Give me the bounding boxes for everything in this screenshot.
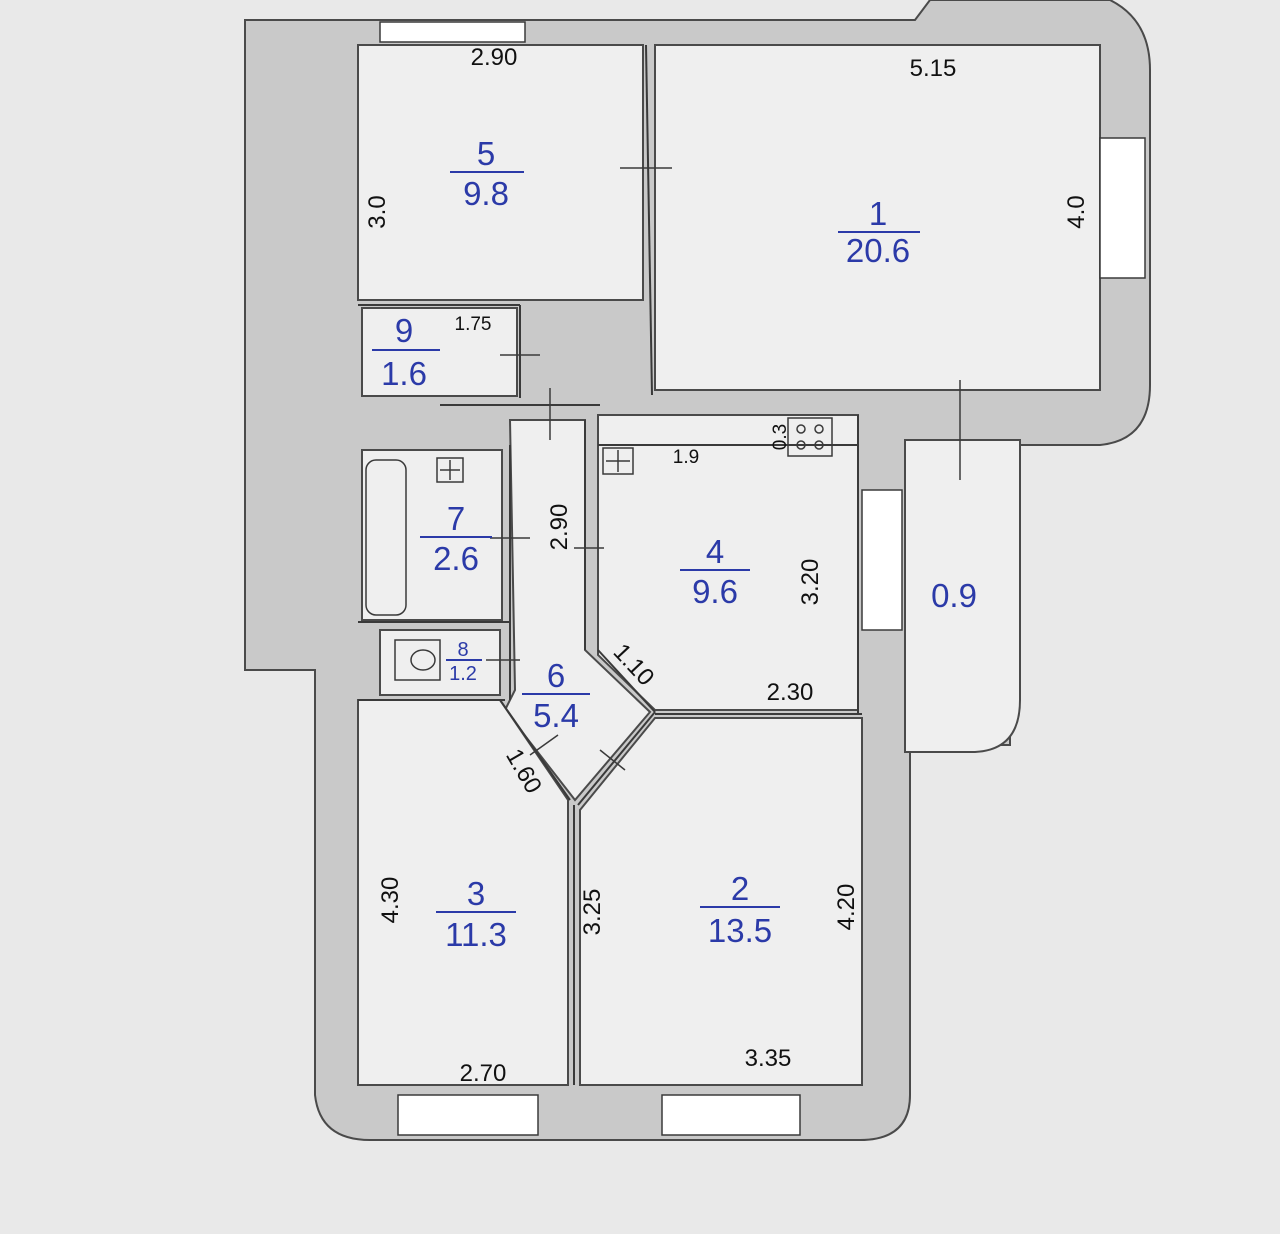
dim-3-25: 3.25 [579, 889, 606, 936]
room-4-label: 4 9.6 [680, 533, 750, 610]
window-room-3 [397, 1094, 539, 1136]
dim-0-3: 0.3 [770, 424, 791, 450]
room-7-number: 7 [447, 500, 465, 537]
room-8-number: 8 [457, 639, 468, 661]
room-6-number: 6 [547, 657, 565, 694]
room-7-area: 2.6 [433, 540, 479, 577]
room-6-area: 5.4 [533, 697, 579, 734]
room-8-area: 1.2 [449, 663, 477, 685]
toilet-icon [394, 639, 441, 681]
wall-diag-1 [597, 649, 656, 713]
dim-4-0: 4.0 [1063, 195, 1090, 228]
window-top [379, 21, 526, 43]
room-4-number: 4 [706, 533, 724, 570]
balcony [904, 439, 1021, 753]
room-4-area: 9.6 [692, 573, 738, 610]
window-room-1 [1099, 137, 1146, 279]
room-1-label: 1 20.6 [838, 195, 920, 269]
room-9-area: 1.6 [381, 355, 427, 392]
dim-4-20: 4.20 [833, 884, 860, 931]
dim-3-20: 3.20 [797, 559, 824, 606]
room-2-floor [579, 717, 863, 1086]
wall-diag-2 [577, 711, 656, 806]
room-5-number: 5 [477, 135, 495, 172]
dim-2-90-left: 2.90 [546, 504, 573, 551]
kitchen-sink-icon [602, 447, 634, 475]
window-room-4 [861, 489, 903, 631]
room-3-label: 3 11.3 [436, 875, 516, 953]
room-4-floor [597, 414, 859, 711]
room-9-floor [361, 307, 518, 397]
dim-4-30: 4.30 [377, 877, 404, 924]
room-8-label: 8 1.2 [446, 639, 482, 685]
dim-3-0: 3.0 [364, 195, 391, 228]
room-9-label: 9 1.6 [372, 312, 440, 392]
dim-2-90-top: 2.90 [471, 44, 518, 71]
stove-icon [787, 417, 833, 457]
dim-2-30: 2.30 [767, 679, 814, 706]
room-7-floor [361, 449, 503, 621]
room-1-number: 1 [869, 195, 887, 232]
room-2-number: 2 [731, 870, 749, 907]
room-9-number: 9 [395, 312, 413, 349]
dim-1-75: 1.75 [455, 314, 492, 335]
room-2-label: 2 13.5 [700, 870, 780, 949]
wall-diag-3 [499, 699, 571, 801]
dim-5-15: 5.15 [910, 55, 957, 82]
dim-1-9: 1.9 [673, 447, 699, 468]
dim-3-35: 3.35 [745, 1045, 792, 1072]
room-6-label: 6 5.4 [522, 657, 590, 734]
balcony-area: 0.9 [931, 577, 977, 614]
room-5-area: 9.8 [463, 175, 509, 212]
room-7-label: 7 2.6 [420, 500, 492, 577]
wall-5-1 [645, 44, 653, 396]
room-3-number: 3 [467, 875, 485, 912]
room-1-area: 20.6 [846, 232, 910, 269]
room-2-area: 13.5 [708, 912, 772, 949]
room-3-area: 11.3 [445, 916, 507, 953]
sink-icon [436, 457, 464, 483]
room-1-floor [654, 44, 1101, 391]
dim-2-70: 2.70 [460, 1060, 507, 1087]
room-5-label: 5 9.8 [450, 135, 524, 212]
bathtub-icon [365, 459, 407, 616]
window-room-2 [661, 1094, 801, 1136]
